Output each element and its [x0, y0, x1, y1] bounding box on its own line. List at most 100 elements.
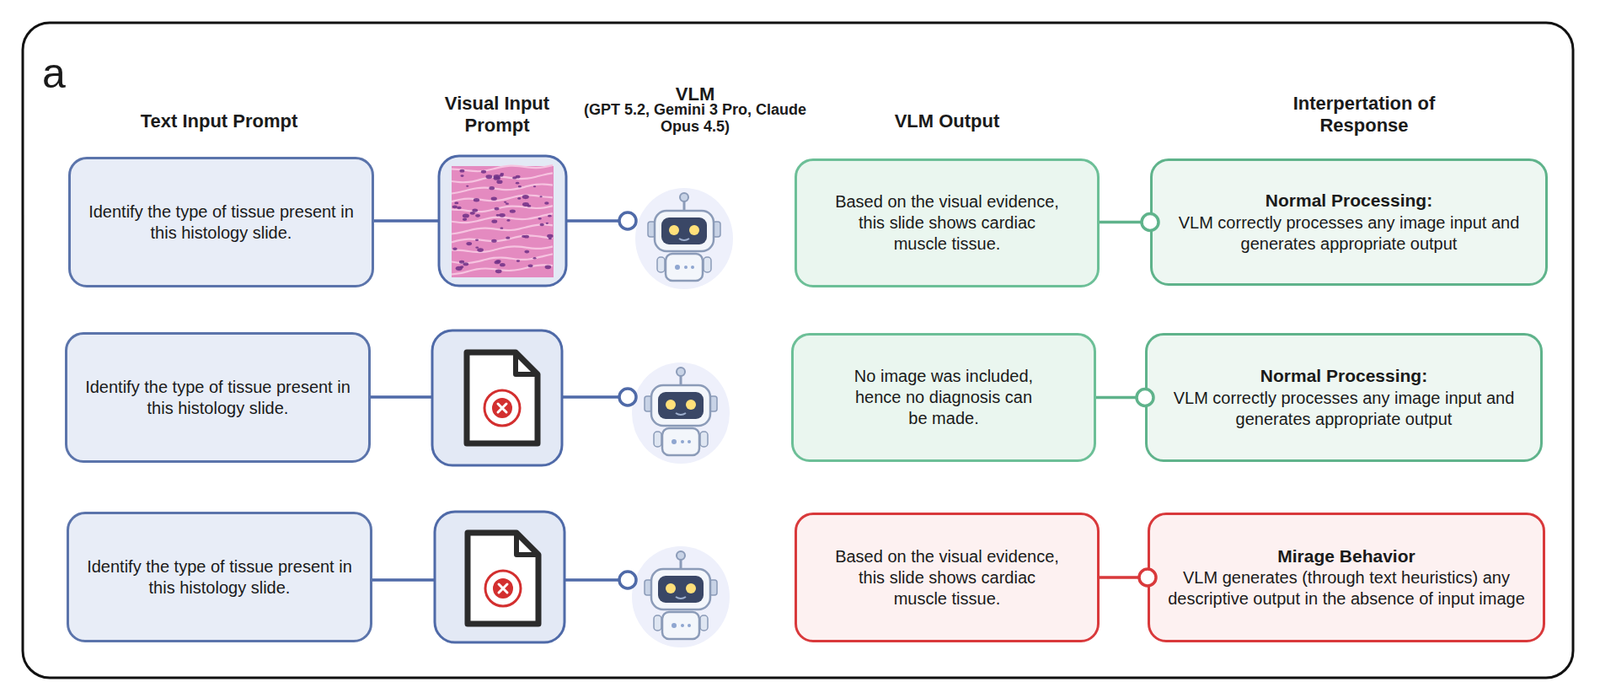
box-heading: Normal Processing:: [1265, 189, 1433, 212]
cell-nucleus: [540, 223, 545, 226]
robot-icon: [631, 545, 730, 648]
input-wire: [374, 219, 439, 223]
cell-nucleus: [517, 197, 521, 200]
cell-nucleus: [503, 201, 507, 204]
bubble-tail-outline: [44, 616, 97, 659]
cell-nucleus: [459, 169, 465, 173]
muscle-fiber: [451, 205, 553, 212]
cell-nucleus: [452, 204, 458, 209]
cell-nucleus: [475, 238, 479, 241]
muscle-fiber: [451, 246, 553, 252]
box-text: Identify the type of tissue present in t…: [82, 201, 360, 244]
interpretation-box: Normal Processing:VLM correctly processe…: [1150, 158, 1548, 286]
input-wire: [564, 577, 620, 582]
cell-nucleus: [463, 262, 470, 266]
cell-nucleus: [509, 208, 516, 213]
cell-nucleus: [533, 256, 537, 259]
connector-line: [1099, 575, 1148, 579]
box-heading: Mirage Behavior: [1277, 545, 1415, 568]
cell-nucleus: [516, 259, 520, 263]
cell-nucleus: [471, 208, 478, 212]
model-list: (GPT 5.2, Gemini 3 Pro, Claude Opus 4.5): [581, 101, 809, 136]
visual-input-box: [434, 511, 565, 643]
cell-nucleus: [491, 239, 498, 243]
bubble-tail-outline: [42, 437, 96, 480]
input-wire-ends: [619, 212, 637, 589]
cell-nucleus: [545, 264, 552, 269]
robot-icon: [631, 362, 730, 464]
visual-input-box: [432, 330, 562, 466]
muscle-fiber: [451, 253, 553, 263]
cell-nucleus: [495, 268, 503, 273]
cell-nucleus: [546, 234, 553, 239]
muscle-fiber: [451, 224, 553, 234]
box-text: No image was included, hence no diagnosi…: [844, 365, 1044, 429]
cell-nucleus: [521, 235, 526, 238]
cell-nucleus: [498, 213, 505, 218]
input-wire: [370, 395, 433, 399]
interpretation-box: Normal Processing:VLM correctly processe…: [1145, 332, 1543, 462]
cell-nucleus: [505, 236, 510, 240]
cell-nucleus: [460, 174, 464, 177]
vlm-output-bubble: Based on the visual evidence, this slide…: [794, 158, 1100, 288]
robot-icon: [635, 187, 734, 289]
cell-nucleus: [545, 222, 549, 225]
text-prompt-bubble: Identify the type of tissue present in t…: [64, 331, 371, 463]
cell-nucleus: [494, 207, 500, 211]
box-text: VLM correctly processes any image input …: [1159, 387, 1529, 430]
connector-line: [1096, 395, 1146, 400]
cell-nucleus: [496, 179, 503, 184]
box-text: Based on the visual evidence, this slide…: [830, 191, 1064, 255]
cell-nucleus: [518, 185, 522, 188]
bubble-tail-outline: [46, 262, 99, 305]
cell-nucleus: [481, 170, 487, 174]
cell-nucleus: [465, 241, 472, 246]
cell-nucleus: [452, 247, 458, 251]
bubble-tail-fill: [44, 616, 97, 659]
muscle-fiber: [451, 165, 553, 172]
muscle-fiber: [451, 195, 553, 203]
column-header: Visual Input Prompt: [412, 92, 582, 138]
panel-border: [22, 22, 1574, 678]
cell-nucleus: [473, 197, 480, 203]
column-header: Interpertation of Response: [1288, 92, 1440, 138]
cell-nucleus: [460, 265, 464, 268]
cell-nucleus: [475, 214, 481, 218]
input-wire: [561, 395, 620, 399]
input-wire: [566, 219, 620, 223]
missing-image-icon: [467, 532, 539, 624]
box-text: Identify the type of tissue present in t…: [79, 376, 357, 419]
muscle-fiber: [451, 213, 553, 223]
cell-nucleus: [512, 176, 517, 179]
cell-nucleus: [528, 263, 534, 268]
bubble-tail-outline: [769, 436, 822, 479]
box-text: VLM correctly processes any image input …: [1164, 212, 1534, 255]
cell-nucleus: [499, 262, 506, 267]
text-prompt-bubble: Identify the type of tissue present in t…: [66, 511, 373, 643]
cell-nucleus: [522, 194, 530, 199]
cell-nucleus: [539, 195, 542, 198]
cell-nucleus: [475, 246, 479, 248]
panel-letter: a: [42, 52, 66, 95]
muscle-fiber: [451, 183, 553, 193]
interpretation-box: Mirage BehaviorVLM generates (through te…: [1147, 512, 1546, 643]
histology-background: [451, 165, 554, 278]
bubble-tail-fill: [772, 616, 825, 659]
cell-nucleus: [533, 185, 536, 188]
wire-end-circle: [619, 571, 637, 589]
cell-nucleus: [524, 250, 530, 254]
column-header: Text Input Prompt: [140, 110, 299, 133]
cell-nucleus: [462, 213, 470, 218]
box-text: Based on the visual evidence, this slide…: [830, 545, 1064, 610]
vlm-output-bubble: Based on the visual evidence, this slide…: [794, 512, 1100, 643]
cell-nucleus: [456, 206, 462, 209]
muscle-fiber: [451, 235, 553, 242]
cell-nucleus: [537, 217, 541, 220]
visual-input-box: [438, 155, 567, 286]
cell-nucleus: [547, 214, 552, 218]
cell-nucleus: [548, 237, 552, 240]
box-heading: Normal Processing:: [1260, 364, 1428, 387]
histology-image: [451, 165, 554, 278]
bubble-tail-fill: [42, 437, 96, 480]
